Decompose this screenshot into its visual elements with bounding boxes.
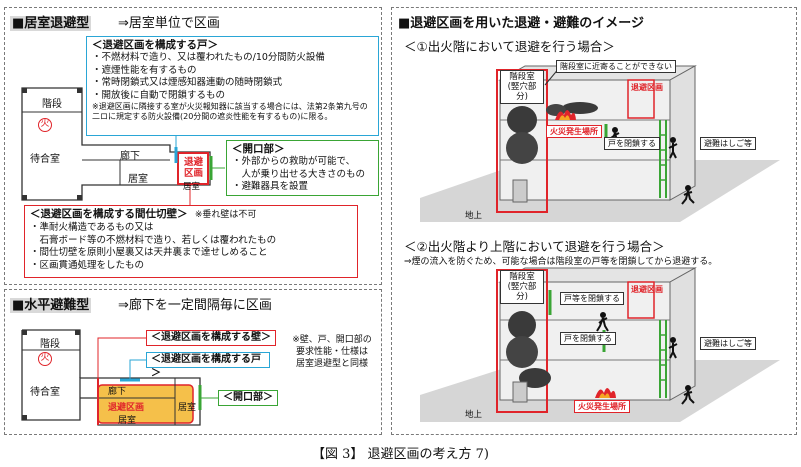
case1-stair-label: 階段室 (竪穴部分) — [500, 70, 544, 104]
opening-box-item: ・外部からの救助が可能で、 — [232, 156, 356, 167]
case1-refuge: 退避区画 — [631, 83, 663, 92]
plan2-waiting: 待合室 — [30, 387, 60, 398]
door-box-header: ＜退避区画を構成する戸＞ — [92, 39, 218, 51]
panel2-note-line: 居室退避型と同様 — [295, 359, 368, 369]
panel2-title: ■水平避難型 — [10, 294, 92, 313]
case1-fire-label: 火災発生場所 — [546, 125, 602, 138]
wall-label-box: ＜退避区画を構成する壁＞ — [146, 330, 276, 346]
door-box-item: ・常時閉鎖式又は煙感知器連動の随時閉鎖式 — [92, 77, 283, 88]
door-box-note: ※退避区画に隣接する室が火災報知器に該当する場合には、法第2条第九号の二ロに規定… — [92, 102, 368, 121]
door-box-item: ・遮煙性能を有するもの — [92, 64, 197, 76]
plan1-refuge-2: 区画 — [184, 168, 204, 179]
plan1-waiting: 待合室 — [30, 154, 60, 165]
plan2-fire-icon: 火 — [38, 352, 52, 366]
panel2-note-line: 要求性能・仕様は — [295, 347, 368, 357]
case2-stair-label-1: 階段室 — [509, 272, 535, 282]
figure-caption: 【図 3】 退避区画の考え方 7) — [311, 447, 489, 462]
plan1-refuge-1: 退避 — [184, 157, 204, 168]
panel2-note-line: ※壁、戸、開口部の — [292, 335, 372, 345]
case1-stair-label-1: 階段室 — [509, 72, 535, 82]
door-box-item: ・不燃材料で造り、又は覆われたもの/10分間防火設備 — [92, 52, 325, 63]
case1-title: ＜①出火階において退避を行う場合＞ — [404, 39, 615, 54]
partition-box-header-note: ※垂れ壁は不可 — [194, 210, 257, 220]
plan2-refuge: 退避区画 — [108, 403, 145, 413]
plan2-corridor: 廊下 — [108, 387, 127, 397]
partition-box-item: ・間仕切壁を原則小屋裏又は天井裏まで達せしめること — [30, 247, 268, 258]
case2-stair-label-2: (竪穴部分) — [507, 282, 537, 302]
plan1-stairs: 階段 — [42, 99, 62, 110]
partition-box-item: 石膏ボード等の不燃材料で造り、若しくは覆われたもの — [30, 234, 277, 246]
partition-box-header: ＜退避区画を構成する間仕切壁＞ ※垂れ壁は不可 — [30, 208, 352, 222]
case2-ladder-label: 避難はしご等 — [700, 337, 756, 350]
opening-label: ＜開口部＞ — [223, 392, 273, 403]
plan1-corridor: 廊下 — [120, 151, 140, 162]
panel1-title: ■居室退避型 — [10, 12, 92, 31]
partition-requirements-box: ＜退避区画を構成する間仕切壁＞ ※垂れ壁は不可 ・準耐火構造であるもの又は 石膏… — [24, 205, 358, 278]
panel1-subtitle: ⇒居室単位で区画 — [118, 16, 220, 31]
case1-ladder-label: 避難はしご等 — [700, 137, 756, 150]
case2-refuge: 退避区画 — [631, 285, 663, 294]
wall-label: ＜退避区画を構成する壁＞ — [151, 332, 271, 343]
door-box-item: ・開放後に自動で閉鎖するもの — [92, 89, 226, 101]
door-label-box: ＜退避区画を構成する戸＞ — [146, 352, 270, 379]
case2-title: ＜②出火階より上階において退避を行う場合＞ — [404, 239, 665, 254]
partition-box-item: ・準耐火構造であるもの又は — [30, 222, 154, 233]
door-label: ＜退避区画を構成する戸＞ — [151, 354, 261, 379]
case1-callout: 階段室に近寄ることができない — [556, 60, 676, 73]
case2-subtitle: ⇒煙の流入を防ぐため、可能な場合は階段室の戸等を閉鎖してから退避する。 — [404, 257, 718, 267]
case2-ground: 地上 — [465, 410, 483, 420]
plan1-fire-icon: 火 — [38, 118, 52, 132]
case1-door-label: 戸を閉鎖する — [604, 137, 660, 150]
partition-box-item: ・区画貫通処理をしたもの — [30, 259, 145, 271]
plan1-room: 居室 — [128, 174, 148, 185]
panel2-subtitle: ⇒廊下を一定間隔毎に区画 — [118, 298, 272, 313]
case1-ground: 地上 — [465, 211, 483, 221]
opening-box-header: ＜開口部＞ — [232, 143, 285, 155]
panel2-title-text: ■水平避難型 — [10, 298, 92, 313]
case1-stair-label-2: (竪穴部分) — [507, 82, 537, 102]
panel2-note: ※壁、戸、開口部の 要求性能・仕様は 居室退避型と同様 — [286, 334, 378, 370]
case2-fire-label: 火災発生場所 — [574, 400, 630, 413]
case2-door-mid-label: 戸を閉鎖する — [560, 332, 616, 345]
panel3-title: ■退避区画を用いた退避・避難のイメージ — [398, 16, 645, 31]
door-requirements-box: ＜退避区画を構成する戸＞ ・不燃材料で造り、又は覆われたもの/10分間防火設備 … — [86, 36, 379, 136]
opening-box-item: 人が乗り出せる大きさのもの — [232, 168, 366, 180]
plan2-room-bottom: 居室 — [118, 416, 137, 426]
opening-requirements-box: ＜開口部＞ ・外部からの救助が可能で、 人が乗り出せる大きさのもの ・避難器具を… — [226, 140, 379, 196]
partition-box-title: ＜退避区画を構成する間仕切壁＞ — [30, 208, 188, 220]
plan1-refuge-room: 居室 — [183, 182, 201, 192]
case2-door-top-label: 戸等を閉鎖する — [560, 292, 624, 305]
plan2-stairs: 階段 — [40, 339, 60, 350]
opening-label-box: ＜開口部＞ — [218, 390, 278, 406]
panel1-title-text: ■居室退避型 — [10, 16, 92, 31]
case2-stair-label: 階段室 (竪穴部分) — [500, 270, 544, 304]
plan2-room-right: 居室 — [178, 403, 197, 413]
opening-box-item: ・避難器具を設置 — [232, 181, 309, 192]
